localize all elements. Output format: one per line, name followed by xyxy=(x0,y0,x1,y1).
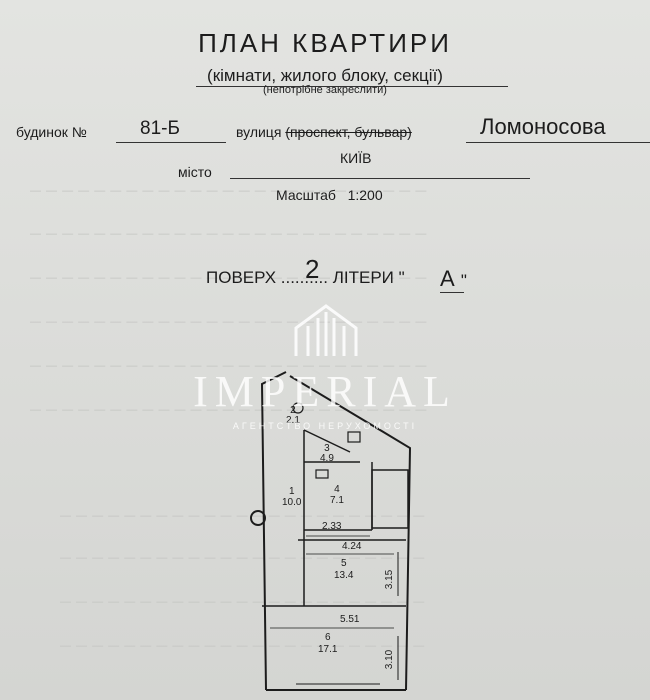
floor-letter-underline xyxy=(440,292,464,293)
plan-balcony xyxy=(371,469,409,529)
plan-toilet xyxy=(292,402,304,414)
street-underline xyxy=(466,142,650,143)
room-2-area: 2.1 xyxy=(286,415,300,426)
subtitle-underline xyxy=(196,86,508,87)
scale-line: Масштаб 1:200 xyxy=(276,187,383,203)
plan-stove xyxy=(315,469,329,479)
scale-value: 1:200 xyxy=(347,187,383,203)
room-2-number: 2 xyxy=(290,405,296,416)
street-label-text: вулиця xyxy=(236,124,282,140)
room-1-area: 10.0 xyxy=(282,497,302,508)
floor-letter: А " xyxy=(440,266,467,292)
imperial-logo-icon xyxy=(294,304,358,356)
building-underline xyxy=(116,142,226,143)
room-4-label: 4 7.1 xyxy=(330,484,344,506)
room-1-label: 1 10.0 xyxy=(282,486,301,508)
room-4-area: 7.1 xyxy=(330,495,344,506)
document-title: ПЛАН КВАРТИРИ xyxy=(198,28,452,58)
document-subtitle: (кімнати, жилого блоку, секції) xyxy=(207,66,443,85)
plan-outer-wall-right xyxy=(289,375,412,691)
plan-wall-room3 xyxy=(303,429,351,453)
floor-line: ПОВЕРХ .......... ЛІТЕРИ " xyxy=(206,268,405,287)
floor-letter-value: А xyxy=(440,266,455,291)
room-3-label: 3 4.9 xyxy=(320,444,334,464)
plan-outer-wall-left xyxy=(260,371,287,691)
dim-room5-depth: 3.15 xyxy=(384,569,396,590)
scale-label: Масштаб xyxy=(276,187,336,203)
dim-room6-width: 5.51 xyxy=(340,614,360,625)
room-4-number: 4 xyxy=(334,484,340,495)
room-5-number: 5 xyxy=(340,558,347,569)
dim-room4-width: 2.33 xyxy=(322,521,342,532)
room-6-number: 6 xyxy=(324,632,331,643)
watermark-tagline: АГЕНТСТВО НЕРУХОМОСТІ xyxy=(232,421,418,431)
dim-room5-width: 4.24 xyxy=(342,541,362,552)
plan-entrance-door xyxy=(250,510,266,526)
dim-room6-depth: 3.10 xyxy=(384,649,396,670)
street-value: Ломоносова xyxy=(480,114,606,139)
floor-letter-quote: " xyxy=(460,271,467,290)
street-struck-options: (проспект, бульвар) xyxy=(285,124,412,140)
city-label: місто xyxy=(178,164,212,180)
room-5-area: 13.4 xyxy=(334,570,354,581)
room-2-label: 2 2.1 xyxy=(286,406,300,426)
watermark-name: IMPERIAL xyxy=(193,367,457,416)
room-3-number: 3 xyxy=(324,443,330,454)
city-value: КИЇВ xyxy=(340,150,372,166)
building-label: будинок № xyxy=(16,124,87,140)
room-5-label: 5 13.4 xyxy=(334,558,353,582)
room-1-number: 1 xyxy=(288,486,295,497)
street-label: вулиця (проспект, бульвар) xyxy=(236,124,412,140)
floor-number: 2 xyxy=(305,254,320,284)
room-6-area: 17.1 xyxy=(318,644,338,655)
room-3-area: 4.9 xyxy=(320,453,334,464)
building-value: 81-Б xyxy=(140,118,180,139)
plan-sink xyxy=(347,431,361,443)
room-6-label: 6 17.1 xyxy=(318,632,337,656)
city-underline xyxy=(230,178,530,179)
strike-note: (непотрібне закреслити) xyxy=(263,84,387,96)
